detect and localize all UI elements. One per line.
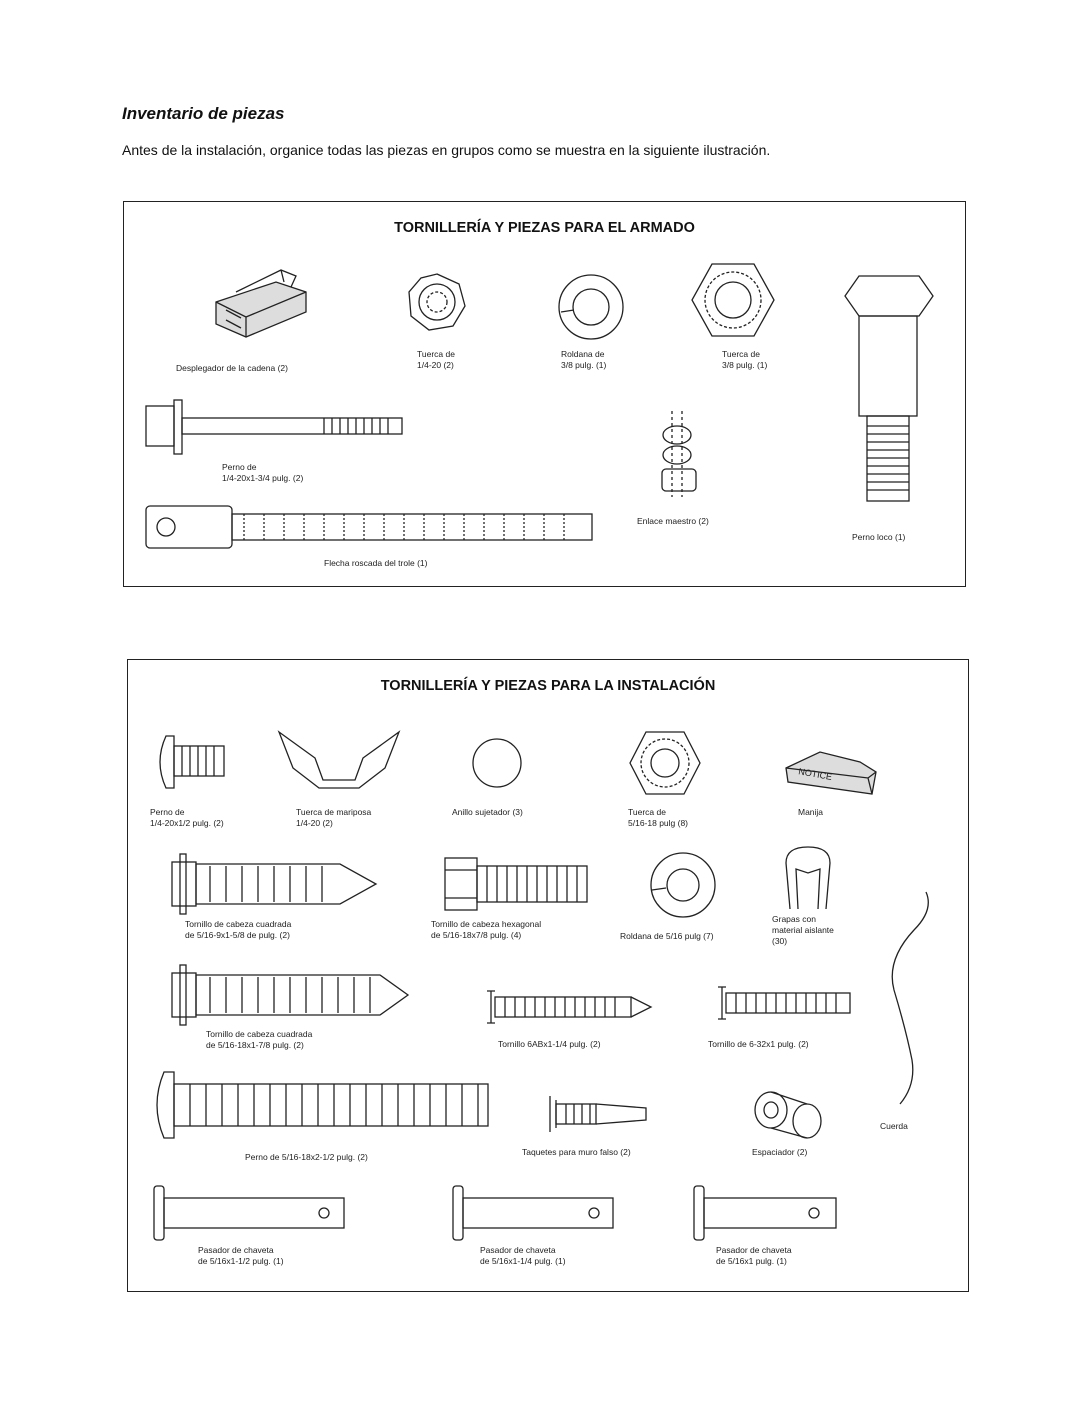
master-link-label: Enlace maestro (2) — [637, 516, 709, 526]
clevis-pin-112-icon — [153, 1185, 345, 1241]
page-title: Inventario de piezas — [122, 104, 285, 123]
spacer-label: Espaciador (2) — [752, 1147, 808, 1157]
assembly-hardware-panel: TORNILLERÍA Y PIEZAS PARA EL ARMADO Desp… — [123, 201, 966, 587]
lag-screw-178-icon — [171, 964, 410, 1026]
screw-632-icon — [718, 986, 851, 1020]
lag-screw-158-label: Tornillo de cabeza cuadrada de 5/16-9x1-… — [185, 919, 292, 940]
wing-nut-label: Tuerca de mariposa 1/4-20 (2) — [296, 807, 372, 828]
hex-nut-516-icon — [629, 731, 701, 795]
carriage-bolt-516-icon — [156, 1071, 489, 1139]
ring-fastener-label: Anillo sujetador (3) — [452, 807, 523, 817]
carriage-bolt-icon — [145, 399, 403, 455]
hex-screw-label: Tornillo de cabeza hexagonal de 5/16-18x… — [431, 919, 542, 940]
short-bolt-icon — [159, 735, 225, 789]
installation-panel-title: TORNILLERÍA Y PIEZAS PARA LA INSTALACIÓN — [380, 678, 716, 694]
idler-bolt-label: Perno loco (1) — [852, 532, 906, 542]
clevis-112-label: Pasador de chaveta de 5/16x1-1/2 pulg. (… — [198, 1245, 284, 1266]
chain-spreader-icon — [215, 269, 307, 338]
lock-washer-icon — [558, 274, 624, 340]
installation-hardware-panel: TORNILLERÍA Y PIEZAS PARA LA INSTALACIÓN… — [127, 659, 969, 1292]
rope-label: Cuerda — [880, 1121, 908, 1131]
master-link-icon — [661, 411, 697, 497]
clevis-pin-114-icon — [452, 1185, 614, 1241]
idler-bolt-icon — [844, 275, 934, 502]
screw-6ab-label: Tornillo 6ABx1-1/4 pulg. (2) — [498, 1039, 601, 1049]
spacer-icon — [754, 1091, 822, 1139]
trolley-shaft-icon — [145, 505, 593, 549]
drywall-anchors-label: Taquetes para muro falso (2) — [522, 1147, 631, 1157]
bolt-14-label: Perno de 1/4-20x1-3/4 pulg. (2) — [222, 462, 304, 483]
clevis-pin-1-icon — [693, 1185, 837, 1241]
insulated-staple-icon — [785, 846, 831, 910]
clevis-1-label: Pasador de chaveta de 5/16x1 pulg. (1) — [716, 1245, 792, 1266]
washer-38-label: Roldana de 3/8 pulg. (1) — [561, 349, 607, 370]
handle-label: Manija — [798, 807, 824, 817]
nut-516-label: Tuerca de 5/16-18 pulg (8) — [628, 807, 689, 828]
handle-icon: NOTICE — [785, 751, 877, 795]
lock-nut-icon — [408, 273, 466, 331]
trolley-shaft-label: Flecha roscada del trole (1) — [324, 558, 428, 568]
lag-screw-178-label: Tornillo de cabeza cuadrada de 5/16-18x1… — [206, 1029, 313, 1050]
nut-14-label: Tuerca de 1/4-20 (2) — [417, 349, 455, 370]
screw-632-label: Tornillo de 6-32x1 pulg. (2) — [708, 1039, 809, 1049]
lock-washer-516-icon — [650, 852, 716, 918]
rope-icon — [891, 891, 929, 1105]
drywall-anchor-icon — [549, 1096, 647, 1132]
clevis-114-label: Pasador de chaveta de 5/16x1-1/4 pulg. (… — [480, 1245, 566, 1266]
ring-fastener-icon — [472, 738, 522, 788]
bolt-14-half-label: Perno de 1/4-20x1/2 pulg. (2) — [150, 807, 224, 828]
assembly-panel-title: TORNILLERÍA Y PIEZAS PARA EL ARMADO — [394, 220, 695, 236]
wing-nut-icon — [277, 730, 401, 789]
hex-nut-icon — [691, 263, 775, 337]
lag-screw-158-icon — [171, 853, 378, 915]
hex-screw-icon — [444, 857, 588, 911]
chain-spreader-label: Desplegador de la cadena (2) — [176, 363, 288, 373]
staples-label: Grapas con material aislante (30) — [772, 914, 834, 946]
bolt-516-label: Perno de 5/16-18x2-1/2 pulg. (2) — [245, 1152, 368, 1162]
nut-38-label: Tuerca de 3/8 pulg. (1) — [722, 349, 768, 370]
washer-516-label: Roldana de 5/16 pulg (7) — [620, 931, 714, 941]
screw-6ab-icon — [487, 990, 653, 1024]
intro-text: Antes de la instalación, organice todas … — [122, 142, 771, 158]
